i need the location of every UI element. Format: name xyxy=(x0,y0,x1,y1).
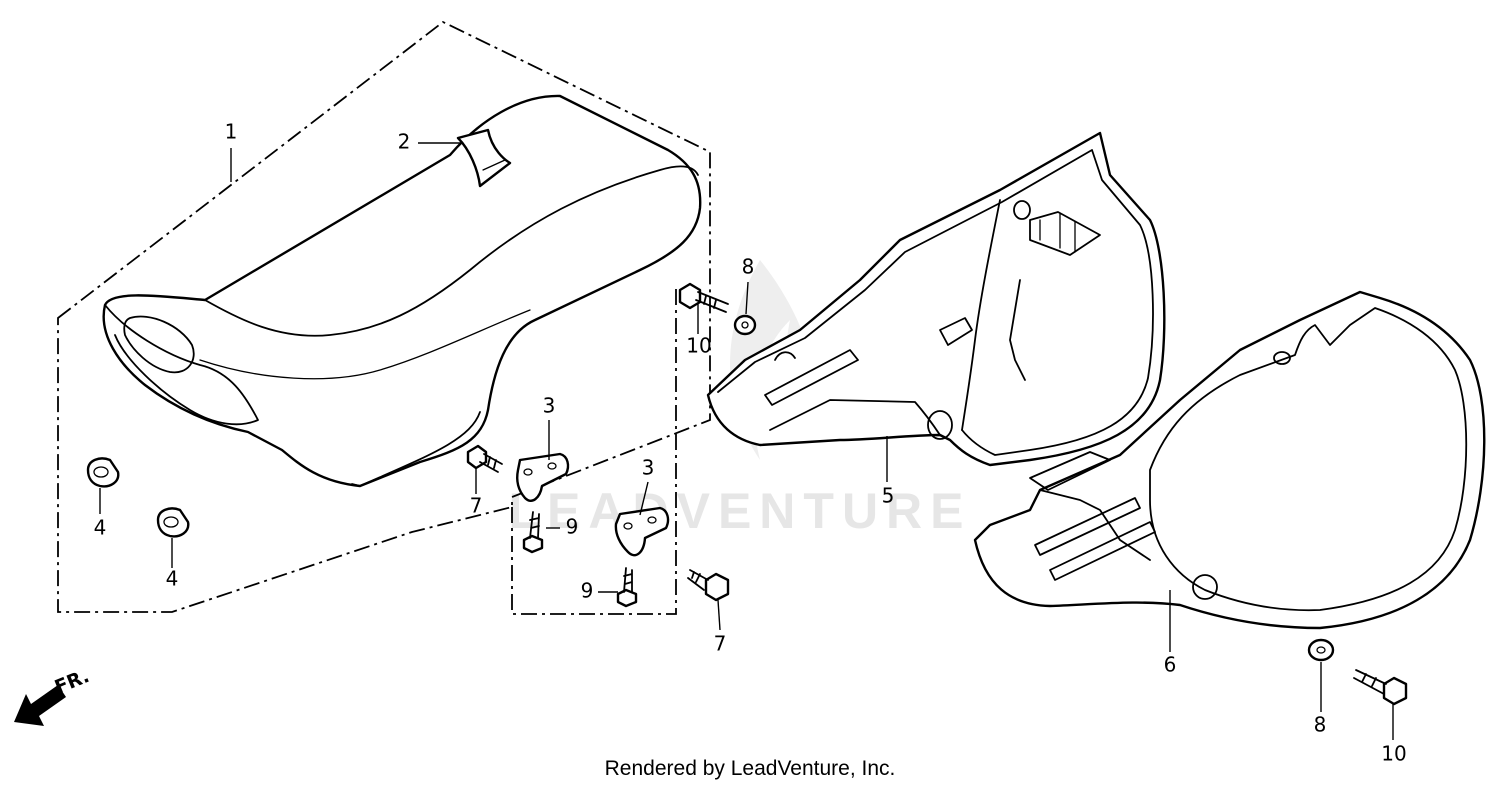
callout-6: 6 xyxy=(1164,653,1177,677)
callout-9-bottom: 9 xyxy=(581,579,594,603)
washer-8-top xyxy=(733,314,757,336)
bracket-b xyxy=(614,506,670,557)
callout-7-right: 7 xyxy=(714,632,727,656)
callout-labels: 1 2 3 3 4 4 5 6 7 7 8 8 9 9 10 10 xyxy=(94,120,1407,766)
watermark-text: LEADVENTURE xyxy=(508,483,971,539)
front-direction-arrow: FR. xyxy=(14,665,92,726)
bolt-7-right xyxy=(687,569,730,602)
callout-4b: 4 xyxy=(166,567,179,591)
callout-5: 5 xyxy=(882,484,895,508)
leader-lines xyxy=(99,142,1394,740)
washer-8-bottom xyxy=(1307,638,1335,662)
bolt-10-top xyxy=(678,282,729,313)
grommet-a xyxy=(86,457,120,488)
seat xyxy=(102,94,702,488)
seat-tab xyxy=(456,128,512,188)
callout-2: 2 xyxy=(398,130,411,154)
callout-8-bottom: 8 xyxy=(1314,713,1327,737)
callout-1: 1 xyxy=(225,120,238,144)
bolt-7-left xyxy=(466,444,503,473)
callout-10-bottom: 10 xyxy=(1381,742,1406,766)
bolt-10-bottom xyxy=(1353,669,1408,706)
arrow-icon xyxy=(14,685,66,726)
credit-text: Rendered by LeadVenture, Inc. xyxy=(605,757,896,780)
callout-4a: 4 xyxy=(94,516,107,540)
seat-group-boundary xyxy=(57,20,711,613)
callout-7-left: 7 xyxy=(470,494,483,518)
side-cover-left xyxy=(973,290,1486,630)
side-cover-right xyxy=(706,131,1166,467)
callout-9-top: 9 xyxy=(566,515,579,539)
callout-10-top: 10 xyxy=(686,334,711,358)
bracket-group-boundary xyxy=(511,286,677,615)
callout-3b: 3 xyxy=(642,456,655,480)
bracket-a xyxy=(516,452,570,502)
screw-9-bottom xyxy=(616,567,638,608)
callout-8-top: 8 xyxy=(742,255,755,279)
screw-9-top xyxy=(522,511,544,554)
direction-label: FR. xyxy=(52,665,93,699)
callout-3a: 3 xyxy=(543,394,556,418)
grommet-b xyxy=(156,507,190,538)
